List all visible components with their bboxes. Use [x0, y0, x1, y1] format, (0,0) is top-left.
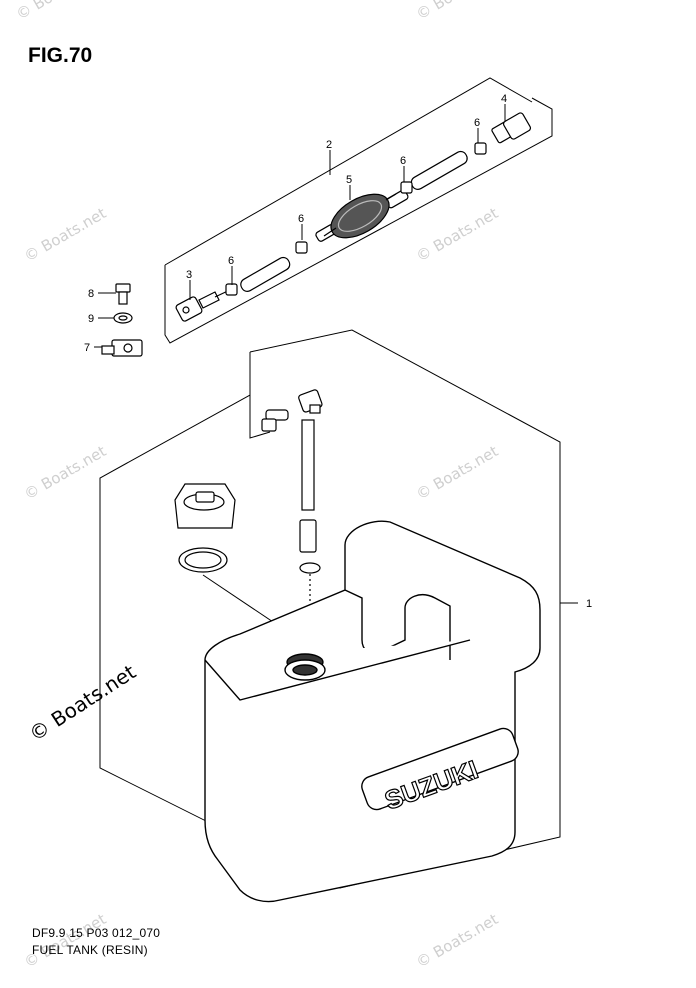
callout-6: 6	[228, 255, 234, 267]
watermark: © Boats.net	[13, 0, 101, 23]
hose-assembly-frame	[164, 77, 553, 344]
fuel-pickup-assembly	[261, 389, 323, 622]
callout-8: 8	[88, 288, 94, 300]
watermark: © Boats.net	[413, 442, 501, 503]
callout-5: 5	[346, 174, 352, 186]
watermark: © Boats.net	[413, 204, 501, 265]
watermark: © Boats.net	[413, 910, 501, 971]
watermark-large: © Boats.net	[25, 660, 141, 747]
callout-6: 6	[474, 117, 480, 129]
callout-7: 7	[84, 342, 90, 354]
callout-2: 2	[326, 139, 332, 151]
callout-1: 1	[586, 598, 592, 610]
fuel-cap	[174, 483, 236, 529]
callout-4: 4	[501, 93, 507, 105]
callout-leaders	[94, 104, 578, 604]
clamp	[225, 283, 238, 296]
figure-name: FUEL TANK (RESIN)	[32, 943, 148, 957]
part-5-primer-bulb	[323, 193, 397, 239]
callout-6: 6	[400, 155, 406, 167]
callout-3: 3	[186, 269, 192, 281]
callout-9: 9	[88, 313, 94, 325]
figure-title: FIG.70	[28, 44, 93, 67]
part-4-engine-connector	[491, 112, 532, 144]
fuel-tank-body	[204, 520, 541, 903]
watermark: © Boats.net	[413, 0, 501, 23]
watermark: © Boats.net	[21, 442, 109, 503]
clamp	[474, 142, 487, 155]
part-9-washer	[113, 312, 133, 324]
watermark: © Boats.net	[21, 910, 109, 971]
figure-code: DF9.9 15 P03 012_070	[32, 926, 161, 940]
part-7-fitting	[101, 339, 143, 357]
clamp	[295, 241, 308, 254]
cap-gasket	[178, 547, 228, 573]
watermark: © Boats.net	[21, 204, 109, 265]
clamp	[400, 181, 413, 194]
callout-numbers: 1 2 3 4 5 6 6 6 6 7 8 9	[84, 93, 592, 610]
part-8-screw	[115, 283, 131, 305]
callout-6: 6	[298, 213, 304, 225]
part-3-tank-connector	[175, 291, 220, 322]
